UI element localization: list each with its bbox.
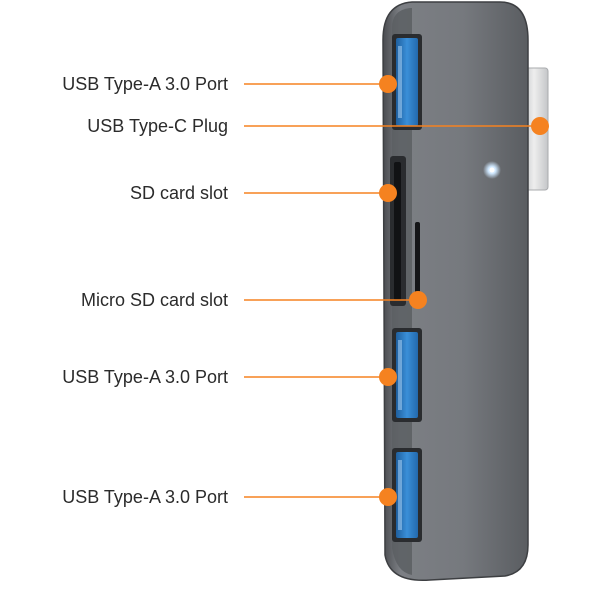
callout-label-usb-a-middle: USB Type-A 3.0 Port — [62, 367, 228, 387]
led-indicator — [489, 167, 495, 173]
callout-dot-usb-c-plug — [531, 117, 549, 135]
hub-body — [382, 1, 529, 582]
callout-leaders — [244, 75, 549, 506]
callout-label-micro-sd-slot: Micro SD card slot — [80, 290, 228, 310]
callout-dot-usb-a-middle — [379, 368, 397, 386]
callout-dot-usb-a-bottom — [379, 488, 397, 506]
usb-a-port-2 — [392, 328, 422, 422]
callout-dot-sd-card-slot — [379, 184, 397, 202]
callout-dot-usb-a-top — [379, 75, 397, 93]
usb-a-port-1 — [392, 34, 422, 130]
callout-label-usb-a-bottom: USB Type-A 3.0 Port — [62, 487, 228, 507]
callout-label-sd-card-slot: SD card slot — [129, 183, 228, 203]
callout-dot-micro-sd-slot — [409, 291, 427, 309]
micro-sd-card-slot — [415, 222, 420, 304]
callout-label-usb-a-top: USB Type-A 3.0 Port — [62, 74, 228, 94]
usb-a-port-3 — [392, 448, 422, 542]
callout-label-usb-c-plug: USB Type-C Plug — [87, 116, 228, 136]
sd-card-slot — [390, 156, 406, 306]
